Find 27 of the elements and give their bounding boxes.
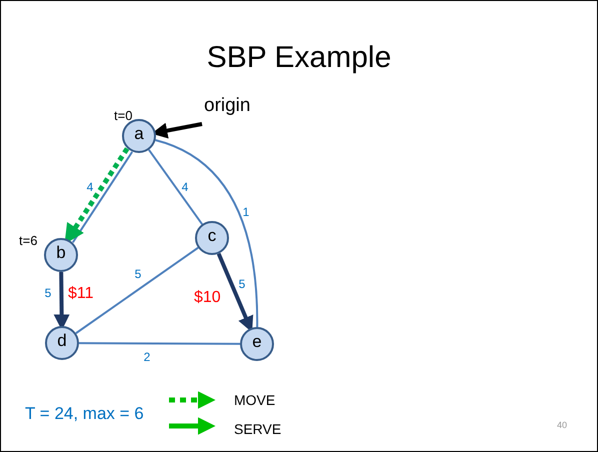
node-label: e <box>252 333 262 350</box>
edge-label: 5 <box>44 286 52 300</box>
time-label: t=6 <box>19 233 38 248</box>
edge-label: 5 <box>134 267 142 281</box>
node-label: c <box>208 227 216 244</box>
title: SBP Example <box>206 41 392 75</box>
node-label: b <box>56 244 66 261</box>
note: 40 <box>557 420 568 430</box>
graph-node <box>240 327 274 361</box>
graph-node <box>195 221 229 255</box>
node-label: d <box>57 332 67 349</box>
note: $10 <box>194 289 221 307</box>
origin-label: origin <box>204 95 250 117</box>
legend-label: SERVE <box>234 421 282 437</box>
edge-label: 5 <box>238 277 246 291</box>
edge-label: 2 <box>144 350 150 364</box>
note: T = 24, max = 6 <box>25 404 144 424</box>
graph-node <box>122 119 156 153</box>
edge-label: 1 <box>242 205 250 219</box>
time-label: t=0 <box>114 108 132 123</box>
edge-label: 4 <box>182 180 188 194</box>
graph-node <box>44 238 78 272</box>
node-label: a <box>134 125 144 142</box>
legend-label: MOVE <box>234 392 276 408</box>
edge-label: 4 <box>86 180 94 194</box>
note: $11 <box>68 285 94 303</box>
graph-node <box>45 326 79 360</box>
